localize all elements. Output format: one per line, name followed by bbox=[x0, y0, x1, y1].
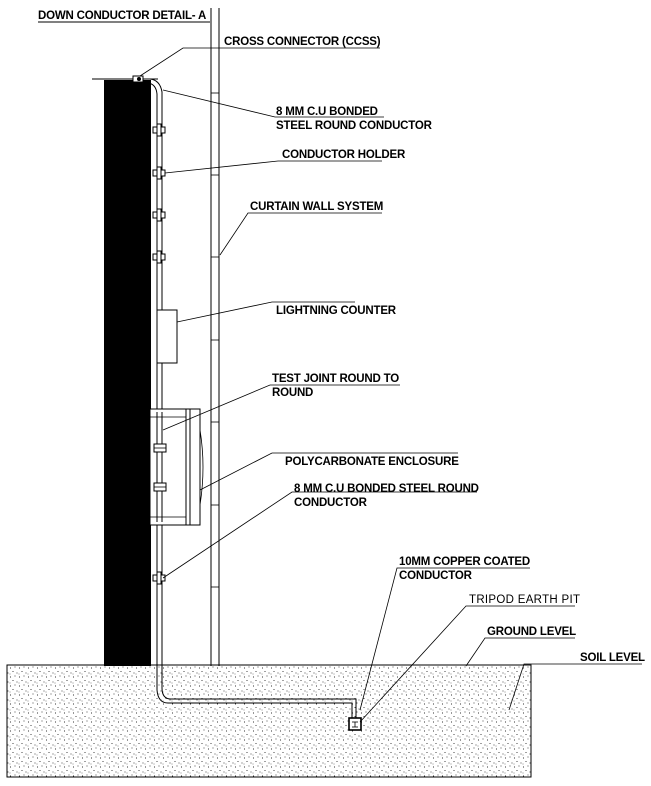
conductor-holder bbox=[152, 250, 166, 264]
soil-block bbox=[6, 664, 532, 778]
label-conductor-bottom-line1: 8 MM C.U BONDED STEEL ROUND bbox=[294, 483, 479, 495]
leader-copper-coated bbox=[359, 567, 530, 711]
cross-connector bbox=[132, 75, 144, 83]
leader-conductor-top bbox=[162, 89, 384, 118]
label-copper-coated-line2: CONDUCTOR bbox=[399, 570, 473, 582]
label-test-joint-line1: TEST JOINT ROUND TO bbox=[272, 373, 399, 385]
lightning-counter-box bbox=[156, 309, 178, 364]
conductor-holder bbox=[152, 571, 166, 585]
leader-cross-connector bbox=[139, 47, 380, 77]
label-conductor-holder: CONDUCTOR HOLDER bbox=[282, 149, 406, 161]
curtain-wall-mullion bbox=[210, 8, 220, 666]
label-conductor-top-line2: STEEL ROUND CONDUCTOR bbox=[276, 120, 433, 132]
label-enclosure: POLYCARBONATE ENCLOSURE bbox=[285, 456, 459, 468]
leader-lines bbox=[139, 47, 642, 723]
label-cross-connector: CROSS CONNECTOR (CCSS) bbox=[224, 36, 381, 48]
leader-lightning-counter bbox=[176, 301, 355, 323]
label-soil-level: SOIL LEVEL bbox=[580, 652, 645, 664]
tripod-earth-pit bbox=[348, 717, 362, 731]
conductor-holder bbox=[152, 166, 166, 180]
label-test-joint-line2: ROUND bbox=[272, 387, 313, 399]
label-curtain-wall: CURTAIN WALL SYSTEM bbox=[250, 201, 383, 213]
leader-ground-level bbox=[465, 637, 575, 667]
polycarbonate-enclosure bbox=[149, 408, 204, 526]
leader-test-joint bbox=[162, 384, 400, 431]
conductor-holder bbox=[152, 123, 166, 137]
test-joint bbox=[153, 443, 167, 492]
label-ground-level: GROUND LEVEL bbox=[487, 626, 576, 638]
drawing-title: DOWN CONDUCTOR DETAIL- A bbox=[38, 10, 206, 22]
leader-conductor-holder bbox=[164, 160, 382, 174]
building-wall bbox=[104, 80, 151, 666]
leader-soil-level bbox=[508, 663, 642, 711]
leader-curtain-wall bbox=[219, 212, 382, 256]
conductor-holder bbox=[152, 208, 166, 222]
label-tripod-pit: TRIPOD EARTH PIT bbox=[469, 594, 580, 606]
down-conductor-route bbox=[137, 78, 357, 718]
leader-enclosure bbox=[199, 452, 458, 491]
label-copper-coated-line1: 10MM COPPER COATED bbox=[399, 556, 530, 568]
conductor-holders bbox=[152, 123, 166, 585]
label-conductor-top-line1: 8 MM C.U BONDED bbox=[276, 106, 378, 118]
leader-tripod-pit bbox=[359, 605, 575, 723]
label-conductor-bottom-line2: CONDUCTOR bbox=[294, 497, 368, 509]
leader-conductor-bottom bbox=[162, 491, 477, 579]
label-lightning-counter: LIGHTNING COUNTER bbox=[276, 305, 397, 317]
